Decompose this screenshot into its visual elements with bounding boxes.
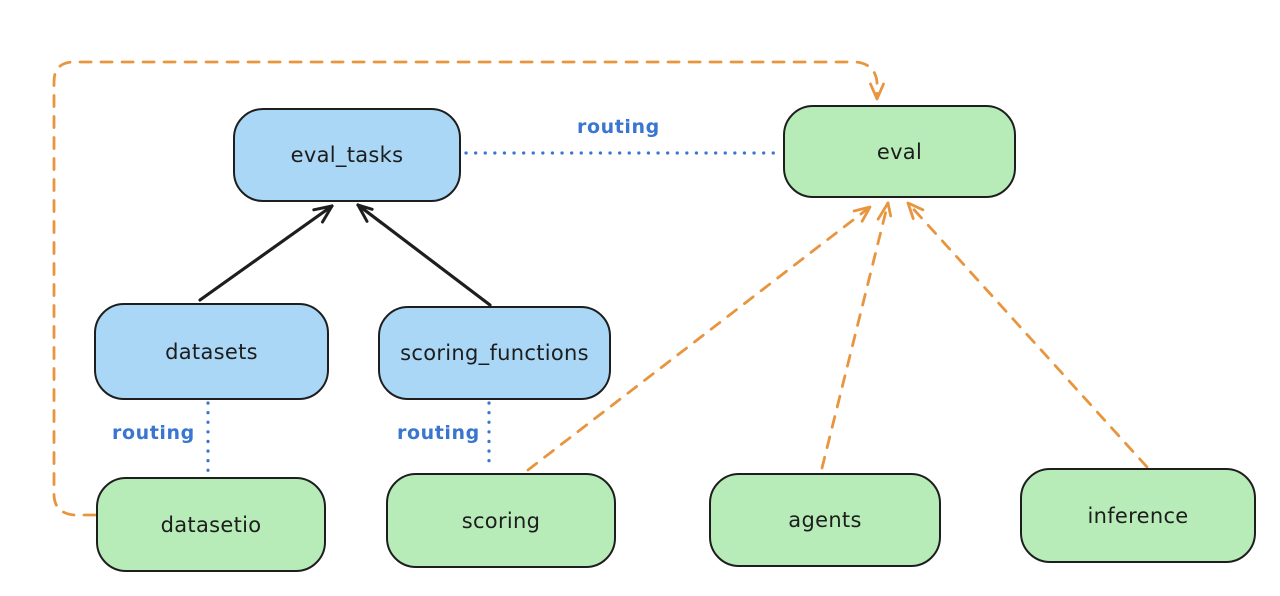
routing-label-datasets-to-datasetio: routing — [112, 422, 195, 444]
node-eval-label: eval — [876, 139, 923, 164]
edge-agents-to-eval — [820, 201, 893, 470]
routing-label-scoring-functions-to-scoring: routing — [397, 422, 480, 444]
node-scoring: scoring — [386, 473, 616, 568]
node-scoring-functions: scoring_functions — [378, 306, 611, 400]
arrowhead — [852, 205, 872, 223]
node-datasetio: datasetio — [96, 477, 326, 572]
node-datasetio-label: datasetio — [160, 512, 262, 537]
node-agents: agents — [709, 473, 941, 567]
node-datasets: datasets — [94, 303, 329, 400]
arrowhead — [906, 201, 925, 220]
edge-scoring-functions-to-eval-tasks — [356, 203, 492, 307]
arrowhead — [876, 201, 893, 221]
node-scoring-functions-label: scoring_functions — [400, 341, 589, 365]
routing-label-eval-tasks-to-eval: routing — [577, 116, 660, 138]
node-datasets-label: datasets — [165, 339, 258, 364]
arrowhead — [356, 203, 374, 223]
node-eval: eval — [783, 105, 1016, 198]
edge-inference-to-eval — [906, 201, 1149, 469]
arrowhead — [312, 204, 334, 224]
edge-scoring-to-eval — [526, 205, 872, 472]
node-eval-tasks-label: eval_tasks — [290, 143, 404, 167]
edge-datasetio-to-eval — [52, 60, 885, 517]
node-eval-tasks: eval_tasks — [233, 108, 461, 202]
node-inference: inference — [1020, 468, 1256, 563]
edge-datasets-to-eval-tasks — [198, 204, 334, 302]
node-inference-label: inference — [1087, 503, 1189, 528]
node-scoring-label: scoring — [461, 508, 541, 533]
arrowhead — [869, 82, 885, 101]
node-agents-label: agents — [788, 508, 862, 532]
